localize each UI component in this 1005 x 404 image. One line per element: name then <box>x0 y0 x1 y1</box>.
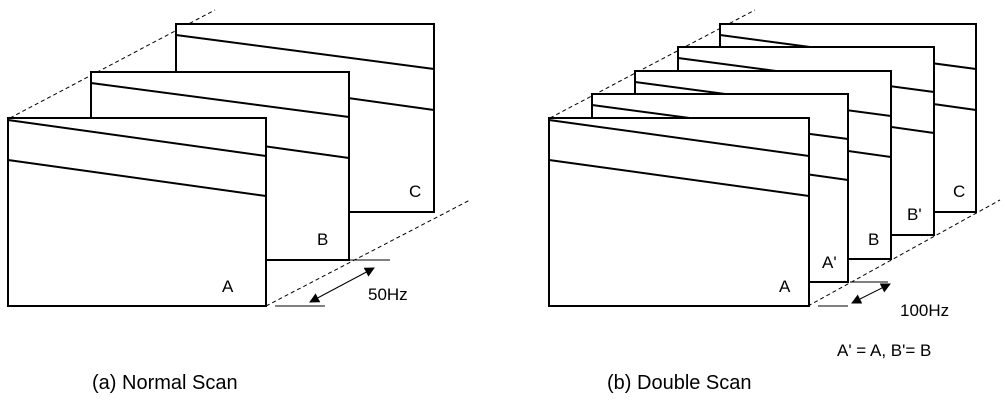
refresh-rate-label: 50Hz <box>368 285 408 304</box>
scan-line <box>548 159 810 197</box>
scan-line <box>175 34 435 70</box>
perspective-line-top <box>549 9 756 119</box>
double-arrow <box>851 283 891 304</box>
scan-line <box>7 159 267 197</box>
frame-label-a: A <box>779 277 791 296</box>
frame-label-a: A <box>222 277 234 296</box>
frame-a-outline <box>548 117 810 307</box>
normal-scan-panel: C B A 50Hz (a) Normal Scan <box>7 9 471 394</box>
frame-label-b-prime: B' <box>907 205 922 224</box>
frame-interval-indicator: 100Hz <box>818 281 949 320</box>
frame-a: A <box>548 117 810 307</box>
frame-equivalence-note: A' = A, B'= B <box>837 341 931 360</box>
frame-label-b: B <box>317 230 328 249</box>
scan-line <box>548 119 810 157</box>
frame-a: A <box>7 117 267 307</box>
caption-normal-scan: (a) Normal Scan <box>92 372 238 394</box>
frame-label-a-prime: A' <box>822 253 837 272</box>
refresh-rate-label: 100Hz <box>900 301 949 320</box>
perspective-line-bottom <box>807 199 1001 307</box>
perspective-line-top <box>9 9 216 119</box>
double-scan-panel: C B' B A' A <box>548 9 1001 394</box>
double-arrow <box>309 267 375 303</box>
frame-label-b: B <box>868 230 879 249</box>
frame-label-c: C <box>953 182 965 201</box>
scan-line <box>7 119 267 157</box>
frame-label-c: C <box>409 182 421 201</box>
scan-line <box>90 82 350 118</box>
caption-double-scan: (b) Double Scan <box>607 372 752 394</box>
frame-interval-indicator: 50Hz <box>275 259 408 307</box>
perspective-line-bottom <box>265 199 471 307</box>
